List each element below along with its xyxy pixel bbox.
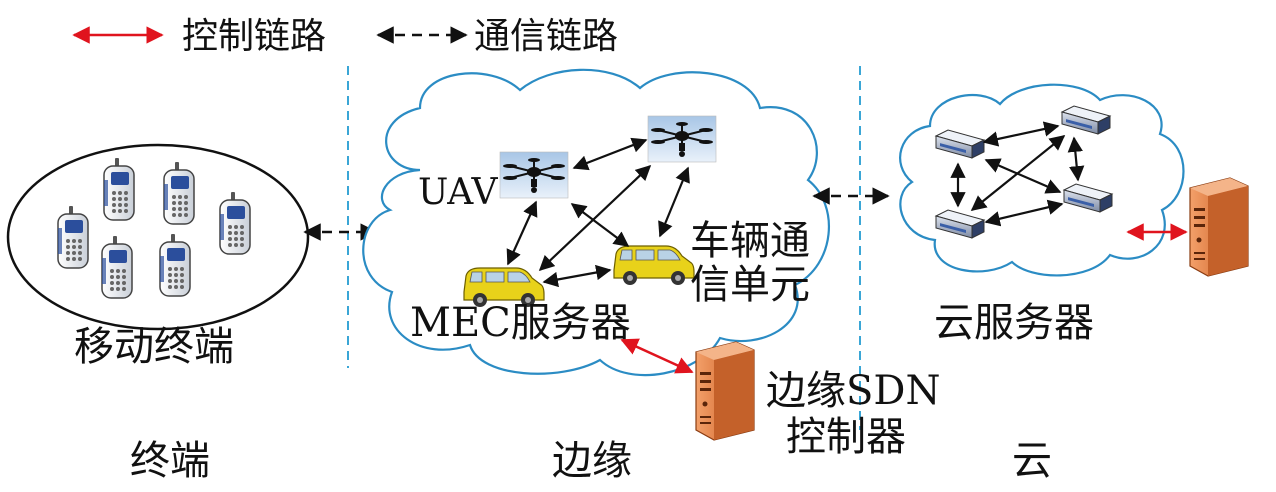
zone-terminal-label: 终端 bbox=[130, 438, 210, 484]
mec-server-label: MEC服务器 bbox=[410, 300, 631, 346]
uav2-vehicle-link bbox=[658, 166, 690, 238]
vehicle-unit-label-line1: 车辆通 bbox=[690, 218, 810, 264]
control-link-legend-label: 控制链路 bbox=[182, 16, 326, 57]
uav-label: UAV bbox=[418, 172, 498, 213]
mec-vehicle-link bbox=[542, 264, 612, 288]
server-icon bbox=[695, 341, 755, 441]
switch-link bbox=[1067, 136, 1085, 182]
drone-icon bbox=[647, 115, 717, 163]
zone-edge-label: 边缘 bbox=[552, 438, 632, 484]
mec-sdn-control-link bbox=[620, 338, 694, 374]
mobile-phone-icon bbox=[103, 157, 135, 221]
legend: 控制链路 通信链路 bbox=[72, 16, 618, 57]
uav-uav-link bbox=[572, 137, 648, 171]
cloud-shape bbox=[899, 83, 1185, 277]
mobile-phone-icon bbox=[57, 205, 89, 269]
zone-cloud-label: 云 bbox=[1012, 438, 1052, 484]
drone-icon bbox=[499, 151, 569, 199]
uav-mec-link bbox=[506, 200, 538, 266]
mobile-phone-icon bbox=[159, 233, 191, 297]
mobile-phone-icon bbox=[101, 235, 133, 299]
uav2-mec-link bbox=[538, 164, 652, 272]
mobile-terminal-ellipse bbox=[6, 143, 310, 331]
cloud-internal-links bbox=[950, 121, 1085, 227]
vehicle-unit-label-line2: 信单元 bbox=[690, 262, 810, 308]
server-icon bbox=[1189, 177, 1249, 277]
cloud-server-label: 云服务器 bbox=[934, 300, 1094, 346]
switch-link bbox=[984, 199, 1064, 227]
mobile-phone-icon bbox=[219, 191, 251, 255]
edge-sdn-label-line2: 控制器 bbox=[786, 414, 906, 460]
mobile-phone-icon bbox=[163, 161, 195, 225]
comm-link-legend-label: 通信链路 bbox=[474, 16, 618, 57]
edge-sdn-label-line1: 边缘SDN bbox=[766, 368, 940, 414]
mobile-terminal-label: 移动终端 bbox=[74, 324, 234, 370]
switch-link bbox=[970, 135, 1066, 211]
edge-internal-links bbox=[506, 137, 690, 288]
